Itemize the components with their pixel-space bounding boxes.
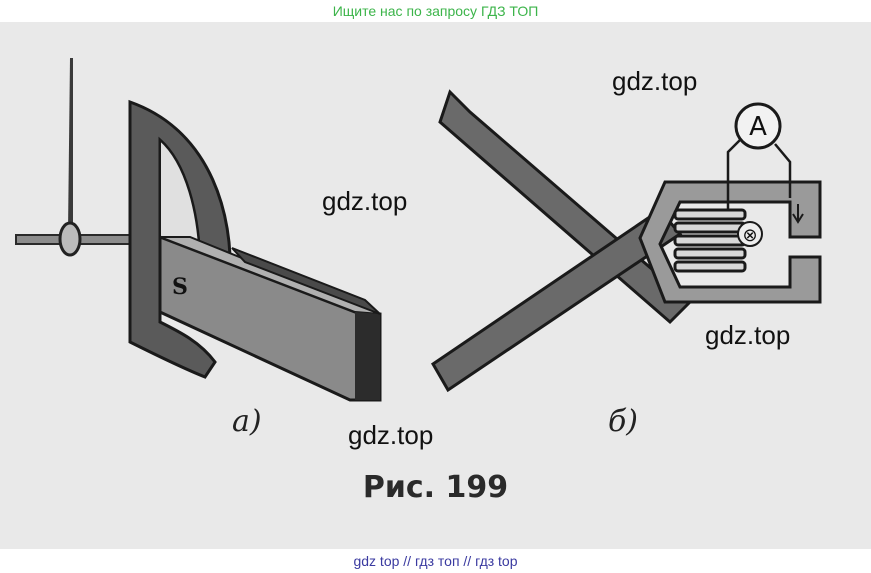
current-symbol: ⊗ <box>742 225 757 246</box>
watermark: gdz.top <box>322 186 408 216</box>
magnet-front-arm <box>158 234 382 402</box>
magnet-end-face <box>355 312 380 400</box>
needle <box>68 58 73 232</box>
ammeter-label: A <box>749 112 767 142</box>
figure-199: S ⊗ A <box>15 58 822 402</box>
magnet-rear-arm <box>231 247 381 315</box>
figure-b-label: б) <box>608 404 639 439</box>
magnet-core <box>638 180 822 304</box>
bar-lower <box>431 207 683 393</box>
top-banner[interactable]: Ищите нас по запросу ГДЗ ТОП <box>332 3 539 19</box>
figure-a: S <box>15 58 382 402</box>
wire-right <box>774 143 792 198</box>
textbook-scan: S ⊗ A <box>0 22 871 549</box>
figure-a-label: а) <box>232 404 262 439</box>
coil <box>673 208 747 273</box>
wire-left <box>726 137 743 210</box>
figure-b: ⊗ A <box>431 89 822 393</box>
watermark: gdz.top <box>348 420 434 450</box>
magnet-pole-label: S <box>172 274 188 300</box>
watermark: gdz.top <box>705 320 791 350</box>
watermark: gdz.top <box>612 66 698 96</box>
figure-caption: Рис. 199 <box>362 470 509 505</box>
arrow-down-icon <box>792 213 804 224</box>
current-direction-icon <box>737 221 763 247</box>
needle-ring <box>58 221 82 257</box>
ammeter-icon <box>734 102 782 150</box>
bottom-banner[interactable]: gdz top // гдз топ // гдз top <box>353 553 518 569</box>
